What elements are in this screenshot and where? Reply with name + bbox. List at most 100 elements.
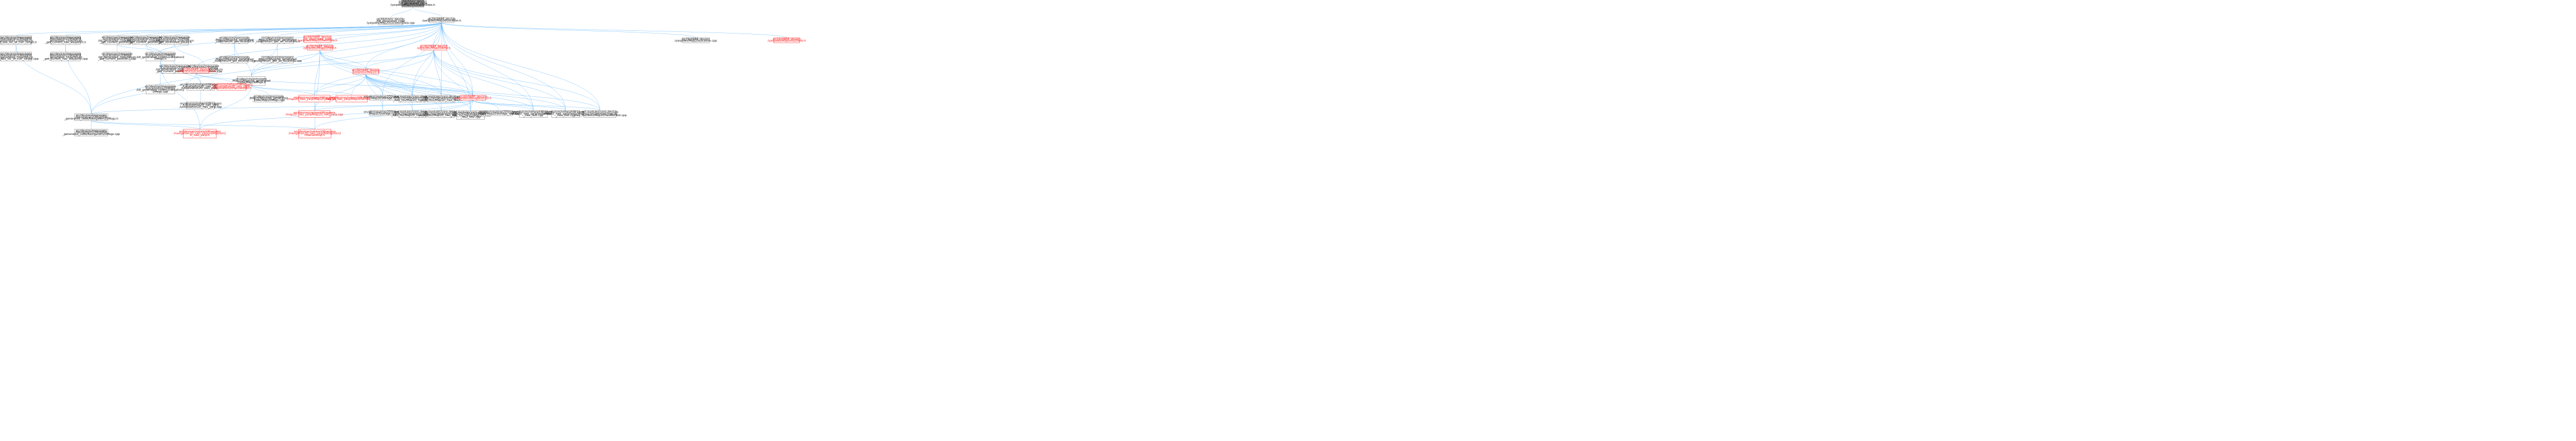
- node-label-line: /Map2DMsgs/idl_generated: [258, 39, 296, 42]
- node-label-line: /idl_generated_code/return: [156, 39, 194, 42]
- include-edge: [317, 20, 444, 36]
- node-label-line: /Localization2DMsgs: [146, 87, 175, 90]
- graph-node-n42[interactable]: opt-modules/yarp-devices-ros2/src/device…: [450, 110, 491, 120]
- graph-node-n4[interactable]: src/devices/messages/Navigation2DMsgs/id…: [44, 36, 86, 45]
- node-label-line: /yarp/dev/Map2DLocation.cpp: [675, 40, 717, 43]
- graph-node-n34[interactable]: opt-modules/yarp-devices-ros2/src/device…: [420, 95, 463, 103]
- graph-node-n15[interactable]: src/devices/messages/Navigation2DMsgs/id…: [0, 52, 39, 61]
- graph-node-n10[interactable]: src/lib/YARP_dev/src/idl_generated_code/…: [297, 36, 337, 43]
- include-edge: [251, 47, 322, 77]
- graph-node-n40[interactable]: opt-modules/yarp-devices-ros2/src/device…: [391, 110, 434, 118]
- include-edge: [440, 20, 787, 38]
- graph-node-n7[interactable]: src/devices/messages/Localization2DMsgs/…: [156, 36, 194, 45]
- graph-node-n37[interactable]: src/devices/messages/Navigation2DMsgs/id…: [64, 114, 119, 121]
- node-box: [183, 129, 217, 139]
- node-label-line: src/devices/messages: [145, 52, 176, 55]
- node-label-line: /yarp/dev/INavigation2D.h: [454, 97, 491, 100]
- graph-node-n25[interactable]: src/lib/YARP_dev/src/yarp/dev/Map2D.h: [352, 69, 380, 74]
- graph-node-n35[interactable]: src/lib/YARP_dev/src/yarp/dev/INavigatio…: [454, 95, 491, 101]
- graph-node-n45[interactable]: src/devices/networkWrappers/map2D_nws_ya…: [543, 110, 588, 118]
- graph-node-n17[interactable]: src/devices/messages/Localization2DMsgs/…: [98, 52, 136, 61]
- graph-node-n16[interactable]: src/devices/messages/Navigation2DMsgs/id…: [43, 52, 88, 61]
- node-label-line: /map2D_nws_yarp/Map2D_nws_yarp.cpp: [285, 113, 343, 116]
- graph-node-n39[interactable]: src/devices/map2DStorage/Map2DStorage.cp…: [364, 110, 402, 116]
- graph-node-n49[interactable]: src/devices/networkWrappers/navigation2D…: [289, 129, 341, 139]
- graph-node-n47[interactable]: src/devices/messages/Navigation2DMsgs/id…: [62, 129, 120, 137]
- graph-node-n41[interactable]: opt-modules/yarp-devices-ros2/src/device…: [418, 110, 465, 118]
- graph-node-n5[interactable]: src/devices/messages/Localization2DMsgs/…: [98, 36, 136, 45]
- node-label-line: /Navigation2DMsgs/idl: [50, 38, 81, 41]
- graph-node-n12[interactable]: src/lib/YARP_dev/src/yarp/dev/Map2DArea.…: [417, 44, 451, 51]
- node-label-line: opt-modules/yarp-devices: [394, 111, 431, 114]
- node-label-line: opt-modules/yarp-devices: [582, 111, 618, 114]
- node-label-line: -ros2/src/devices/map2D: [395, 97, 430, 100]
- node-label-line: opt-modules/yarp-devices: [452, 111, 489, 114]
- graph-node-n2[interactable]: src/lib/YARP_dev/src/yarp/dev/Map2DLocat…: [422, 17, 461, 23]
- node-box: [51, 36, 80, 45]
- node-box: [303, 36, 331, 43]
- node-label-line: /Map2DMsgs/idl_generated: [249, 97, 288, 100]
- graph-node-n28[interactable]: src/devices/networkWrappers/Localization…: [211, 83, 252, 91]
- graph-node-n9[interactable]: src/devices/messages/Map2DMsgs/idl_gener…: [255, 36, 301, 44]
- node-label-line: _get_current_nav_waypoint.cpp: [43, 58, 88, 61]
- node-label-line: opt-modules/yarp-devices: [423, 111, 459, 114]
- node-label-line: _nws_ros2/Map2D_nws_ros2.cpp: [418, 114, 464, 117]
- graph-node-n1[interactable]: src/lib/hhmr_dev/src/idl_generated_code/…: [366, 18, 415, 25]
- graph-node-n48[interactable]: src/devices/networkWrappers/navigation2D…: [174, 129, 226, 139]
- include-edge: [194, 70, 232, 84]
- graph-node-n21[interactable]: src/devices/messages/Map2DMsgs/idl_gener…: [213, 56, 256, 63]
- include-edge: [89, 118, 200, 130]
- include-edge: [319, 20, 444, 46]
- graph-node-n43[interactable]: src/devices/map2DStorage/tests/Map2DStor…: [478, 110, 521, 116]
- graph-node-n18[interactable]: src/devices/messages/Localization2DMsgs/…: [136, 52, 185, 61]
- node-label-line: /Localization2D_nws_yarp: [182, 104, 219, 107]
- node-box: [429, 17, 455, 23]
- graph-node-n30[interactable]: src/devices/networkWrappers/map2D_nws_ya…: [288, 95, 342, 103]
- node-label-line: -ros2/src/devices/map2D: [453, 112, 488, 116]
- node-box: [74, 114, 108, 121]
- graph-node-n3[interactable]: src/devices/messages/Navigation2DMsgs/id…: [0, 36, 37, 45]
- node-label-line: /idl_generated_code/return: [127, 39, 165, 42]
- graph-node-n33[interactable]: opt-modules/yarp-devices-ros2/src/device…: [393, 95, 432, 103]
- graph-node-n24[interactable]: src/devices/messages/Map2DMsgs/idl_gener…: [232, 76, 270, 86]
- node-label-line: src/lib/YARP_dev/src: [459, 95, 487, 98]
- node-label-line: -ros2/src/devices/map2D: [395, 112, 430, 116]
- graph-node-n27[interactable]: src/devices/networkWrappers/Localization…: [180, 83, 222, 91]
- node-label-line: src/devices/messages: [262, 37, 293, 40]
- node-box: [0, 36, 32, 45]
- node-box: [183, 67, 209, 74]
- graph-node-n29[interactable]: src/devices/messages/Map2DMsgs/idl_gener…: [249, 95, 288, 103]
- include-edge: [89, 118, 315, 130]
- include-edge: [194, 70, 473, 96]
- graph-node-n0[interactable]: src/lib/hhmr_dev/src/idl_generated_code/…: [390, 0, 435, 7]
- node-box: [220, 56, 248, 63]
- graph-node-n32[interactable]: src/devices/map2DStorage/Map2DStorage.h: [364, 95, 402, 101]
- node-label-line: _code/Map2DMsgs.h: [236, 81, 266, 84]
- graph-node-n31[interactable]: src/devices/networkWrappers/map2D_nws_ya…: [324, 95, 379, 103]
- node-label-line: src/devices/messages: [262, 56, 293, 60]
- graph-node-n46[interactable]: opt-modules/yarp-devices-ros2/src/device…: [573, 110, 627, 118]
- graph-node-n11[interactable]: src/lib/YARP_dev/src/yarp/dev/Map2DPath.…: [303, 44, 337, 51]
- node-label-line: _nws_ros2/Map2D_nws_ros2.h: [420, 99, 463, 102]
- graph-node-n8[interactable]: src/devices/messages/Map2DMsgs/idl_gener…: [214, 36, 254, 44]
- node-label-line: src/lib/hhmr_dev/src: [376, 18, 405, 21]
- graph-node-n6[interactable]: src/devices/messages/Localization2DMsgs/…: [127, 36, 165, 45]
- node-label-line: /Localization2DMsgs: [103, 54, 132, 58]
- node-label-line: src/devices/networkWrappers: [180, 102, 222, 105]
- graph-node-n26[interactable]: src/devices/messages/Localization2DMsgs/…: [136, 85, 185, 94]
- graph-node-n44[interactable]: src/devices/networkWrappers/map2D_nws_ya…: [511, 110, 556, 118]
- node-box: [186, 83, 215, 91]
- graph-node-n23[interactable]: src/lib/YARP_dev/src/yarp/dev/ILocalizat…: [177, 67, 215, 74]
- graph-node-n14[interactable]: src/lib/YARP_dev/src/yarp/dev/MapGrid2DI…: [768, 37, 806, 43]
- graph-node-n36[interactable]: src/devices/networkWrappers/Localization…: [179, 101, 222, 109]
- node-label-line: /Map2DMsgs/idl_generated: [258, 58, 296, 61]
- graph-node-n13[interactable]: src/lib/YARP_dev/src/yarp/dev/Map2DLocat…: [675, 37, 717, 43]
- include-edge: [318, 47, 442, 96]
- node-label-line: /Localization2DMsgs: [146, 54, 175, 58]
- node-box: [398, 95, 427, 103]
- node-box: [254, 95, 283, 103]
- graph-node-n22[interactable]: src/devices/messages/Map2DMsgs/idl_gener…: [252, 56, 302, 63]
- graph-node-n38[interactable]: src/devices/networkWrappers/map2D_nws_ya…: [285, 110, 343, 118]
- include-edge: [115, 42, 161, 52]
- node-box: [74, 129, 108, 137]
